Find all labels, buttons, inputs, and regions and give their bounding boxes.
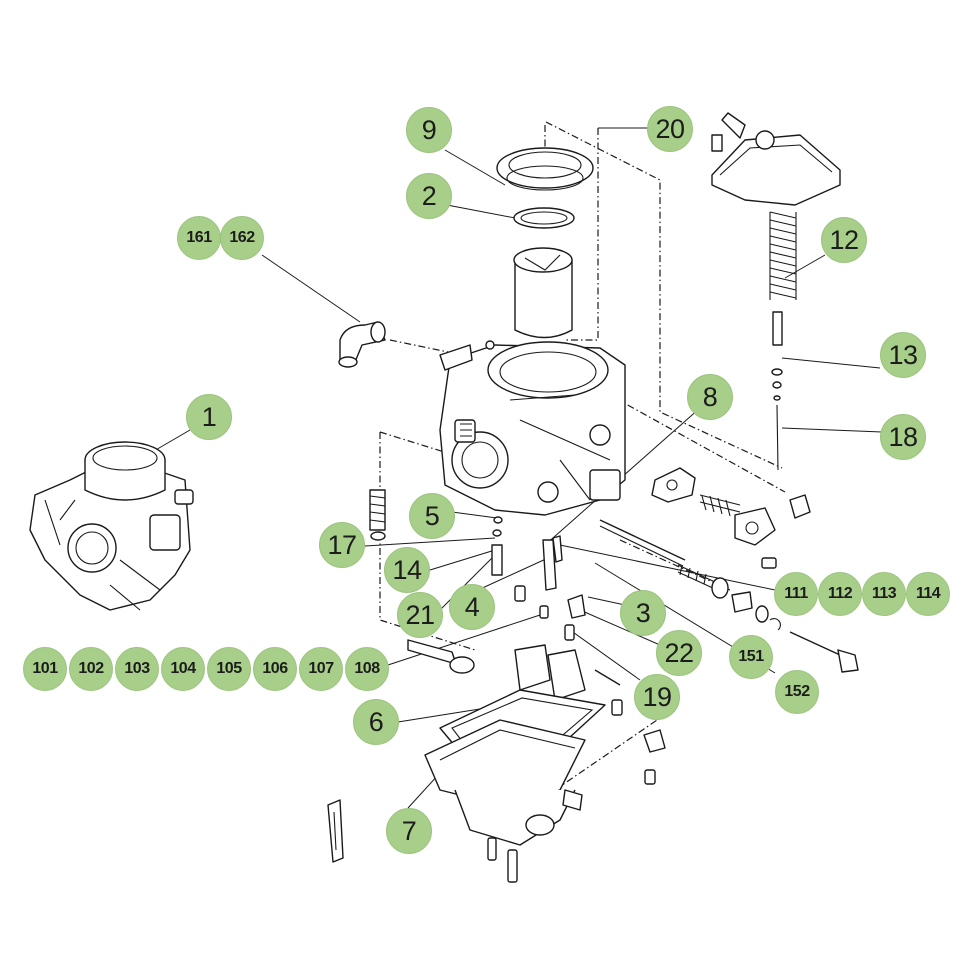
callout-9[interactable]: 9 <box>406 107 452 153</box>
callout-152[interactable]: 152 <box>775 670 819 714</box>
callout-151[interactable]: 151 <box>729 635 773 679</box>
top-cover-spring-needle <box>711 112 841 471</box>
callout-20[interactable]: 20 <box>647 106 693 152</box>
callout-107[interactable]: 107 <box>299 647 343 691</box>
callout-3[interactable]: 3 <box>620 590 666 636</box>
loose-clip <box>327 799 344 863</box>
callout-162[interactable]: 162 <box>220 216 264 260</box>
right-side-assemblies <box>599 467 859 673</box>
callout-14[interactable]: 14 <box>384 547 430 593</box>
callout-17[interactable]: 17 <box>319 522 365 568</box>
float-chamber-assembly <box>424 644 606 883</box>
callout-22[interactable]: 22 <box>656 630 702 676</box>
callout-12[interactable]: 12 <box>821 217 867 263</box>
callout-102[interactable]: 102 <box>69 647 113 691</box>
callout-104[interactable]: 104 <box>161 647 205 691</box>
diaphragm-and-slide <box>496 147 594 339</box>
carburetor-body <box>439 340 626 516</box>
callout-8[interactable]: 8 <box>687 374 733 420</box>
assembled-carburetor <box>29 441 194 611</box>
callout-18[interactable]: 18 <box>880 414 926 460</box>
callout-2[interactable]: 2 <box>406 173 452 219</box>
callout-103[interactable]: 103 <box>115 647 159 691</box>
callout-106[interactable]: 106 <box>253 647 297 691</box>
callout-13[interactable]: 13 <box>880 332 926 378</box>
callout-114[interactable]: 114 <box>906 572 950 616</box>
callout-6[interactable]: 6 <box>353 699 399 745</box>
callout-7[interactable]: 7 <box>386 808 432 854</box>
callout-1[interactable]: 1 <box>186 394 232 440</box>
callout-161[interactable]: 161 <box>177 216 221 260</box>
callout-113[interactable]: 113 <box>862 572 906 616</box>
callout-108[interactable]: 108 <box>345 647 389 691</box>
callout-111[interactable]: 111 <box>774 572 818 616</box>
callout-112[interactable]: 112 <box>818 572 862 616</box>
jets-springs-screws <box>369 489 666 785</box>
callout-4[interactable]: 4 <box>449 584 495 630</box>
callout-19[interactable]: 19 <box>634 674 680 720</box>
callout-21[interactable]: 21 <box>397 592 443 638</box>
callout-105[interactable]: 105 <box>207 647 251 691</box>
elbow-fitting <box>338 321 386 368</box>
callout-5[interactable]: 5 <box>409 493 455 539</box>
callout-101[interactable]: 101 <box>23 647 67 691</box>
